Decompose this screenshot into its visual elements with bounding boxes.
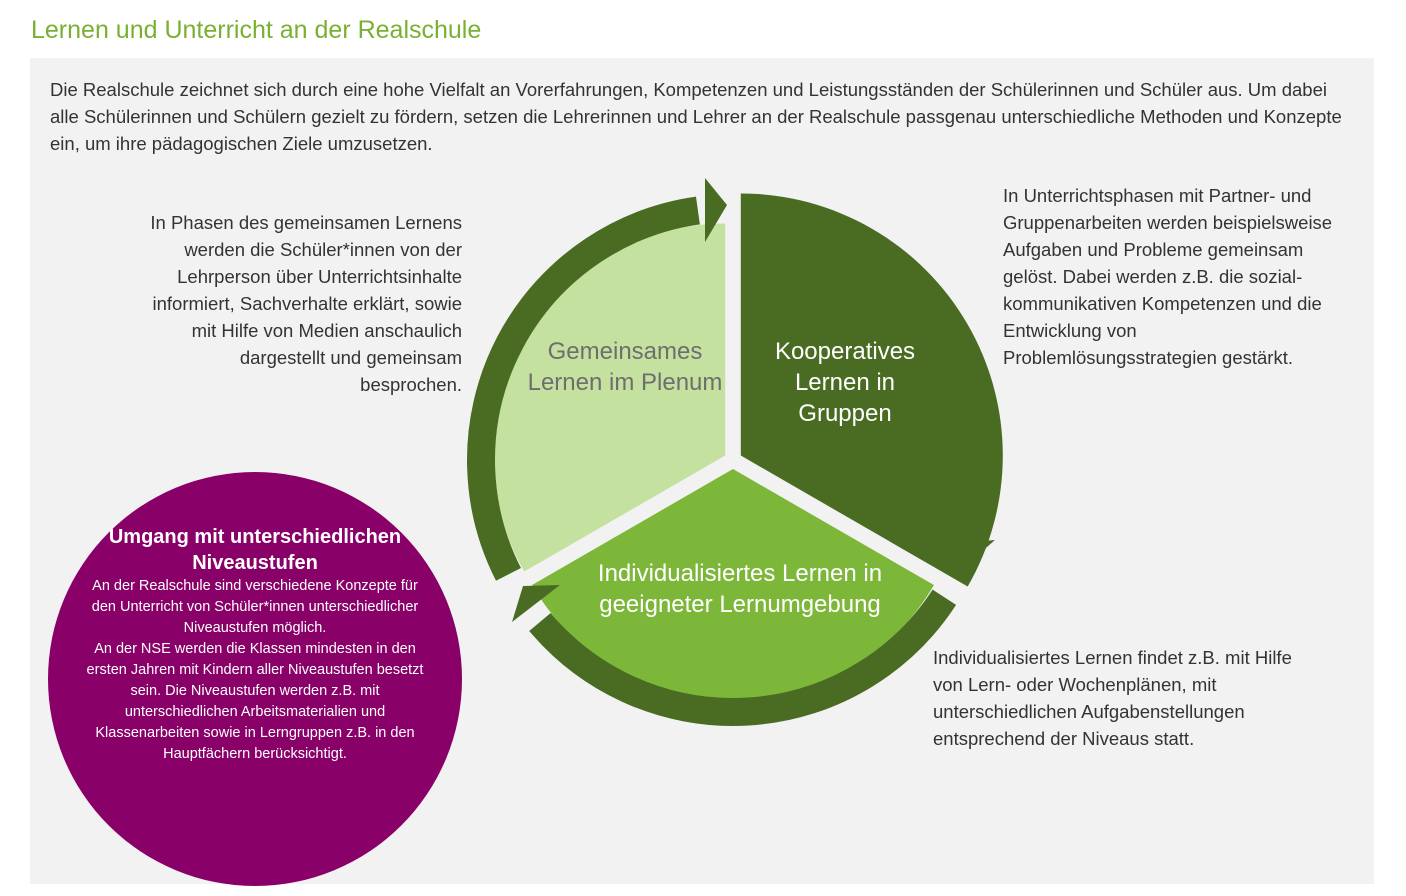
segment-individualisiertes-lernen <box>532 469 934 701</box>
description-kooperatives: In Unterrichtsphasen mit Partner- und Gr… <box>1003 185 1333 368</box>
niveau-heading: Umgang mit unterschiedlichen Niveaustufe… <box>108 526 402 574</box>
segment-label-gemeinsames: Gemeinsames Lernen im Plenum <box>527 338 723 396</box>
intro-text: Die Realschule zeichnet sich durch eine … <box>50 79 1342 154</box>
description-gemeinsames: In Phasen des gemeinsamen Lernens werden… <box>150 212 462 395</box>
arrowhead-icon <box>705 178 727 242</box>
description-individualisiertes: Individualisiertes Lernen findet z.B. mi… <box>933 647 1292 749</box>
cycle-arrow-ring-bottom <box>529 589 957 726</box>
segment-label-individualisiertes: Individualisiertes Lernen in geeigneter … <box>597 560 883 618</box>
segment-kooperatives-lernen <box>740 193 1003 587</box>
arrowhead-icon <box>940 540 995 575</box>
arrowhead-icon <box>512 585 560 622</box>
niveau-circle: Umgang mit unterschiedlichen Niveaustufe… <box>48 472 462 886</box>
segment-gemeinsames-lernen <box>493 223 726 572</box>
niveau-paragraph-1: An der Realschule sind verschiedene Konz… <box>91 578 419 636</box>
niveau-paragraph-2: An der NSE werden die Klassen mindesten … <box>86 641 424 762</box>
page-title: Lernen und Unterricht an der Realschule <box>31 16 482 44</box>
segment-label-kooperatives: Kooperatives Lernen in Gruppen <box>774 338 916 427</box>
cycle-arrow-ring-left <box>467 196 700 581</box>
